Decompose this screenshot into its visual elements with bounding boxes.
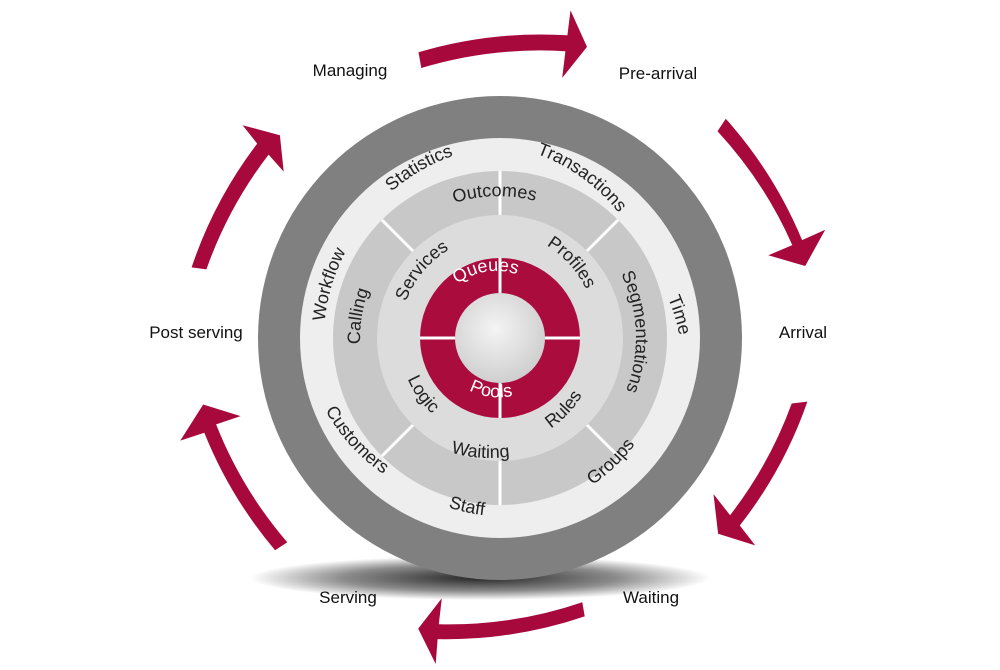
stage-label-serving: Serving [319,588,377,607]
stage-label-post-serving: Post serving [149,323,243,342]
curved-arrow-icon [418,10,587,78]
center-disc [455,293,545,383]
stage-label-pre-arrival: Pre-arrival [619,64,697,83]
curved-arrow-icon [191,125,284,270]
stage-label-arrival: Arrival [779,323,827,342]
ring-separators [380,171,620,505]
curved-arrow-icon [713,401,808,546]
curved-arrow-icon [418,598,585,664]
stage-label-managing: Managing [313,61,388,80]
curved-arrow-icon [180,404,288,551]
stage-label-waiting: Waiting [623,588,679,607]
curved-arrow-icon [717,118,826,266]
cycle-arrows [180,10,826,664]
